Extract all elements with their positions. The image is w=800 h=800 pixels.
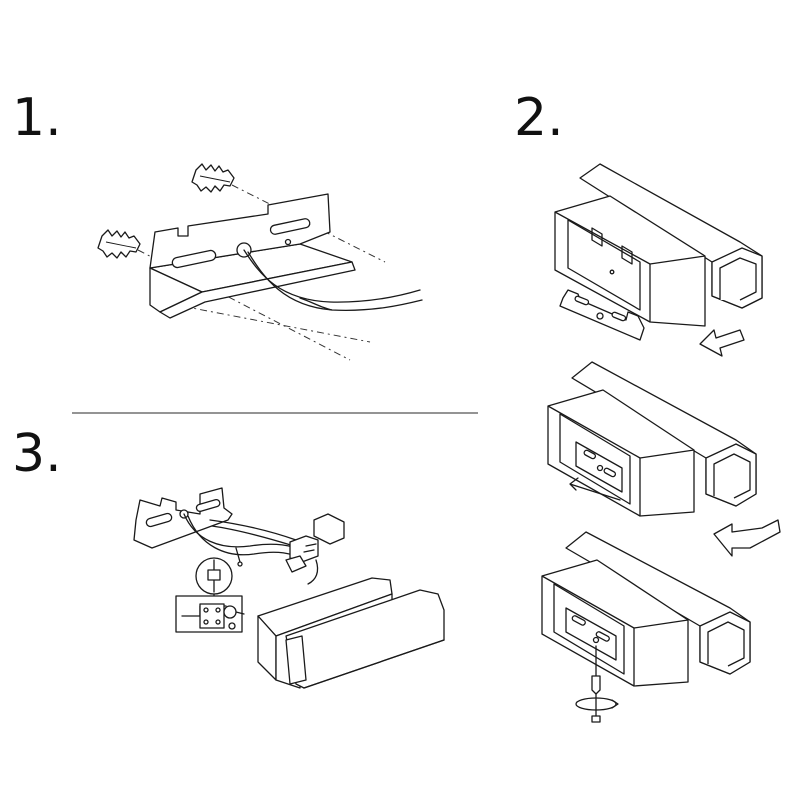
arrow-icon — [699, 329, 745, 357]
step-2a-figure — [554, 163, 763, 357]
lamp-housing-icon — [571, 361, 757, 507]
step-2b-figure — [547, 361, 781, 557]
wall-plug-icon — [191, 163, 235, 193]
arrow-icon — [713, 519, 781, 557]
mounting-bracket-icon — [149, 193, 356, 319]
lamp-housing-icon — [579, 163, 763, 309]
cable-icon — [243, 249, 423, 311]
step-1-number: 1. — [12, 88, 62, 148]
step-1-figure — [97, 163, 423, 361]
wall-plug-icon — [97, 229, 141, 259]
wiring-detail — [175, 557, 245, 633]
terminal-block-icon — [199, 603, 225, 629]
step-3-figure — [133, 487, 445, 689]
lamp-housing-icon — [257, 577, 445, 689]
step-3-number: 3. — [12, 424, 62, 484]
step-2-number: 2. — [514, 88, 564, 148]
step-2c-figure — [541, 531, 751, 723]
terminal-block-icon — [285, 513, 345, 573]
screw-icon — [575, 645, 619, 723]
mounting-bracket-icon — [559, 289, 645, 341]
mounting-bracket-icon — [133, 487, 233, 549]
lamp-housing-icon — [565, 531, 751, 675]
arrow-icon — [569, 477, 621, 501]
